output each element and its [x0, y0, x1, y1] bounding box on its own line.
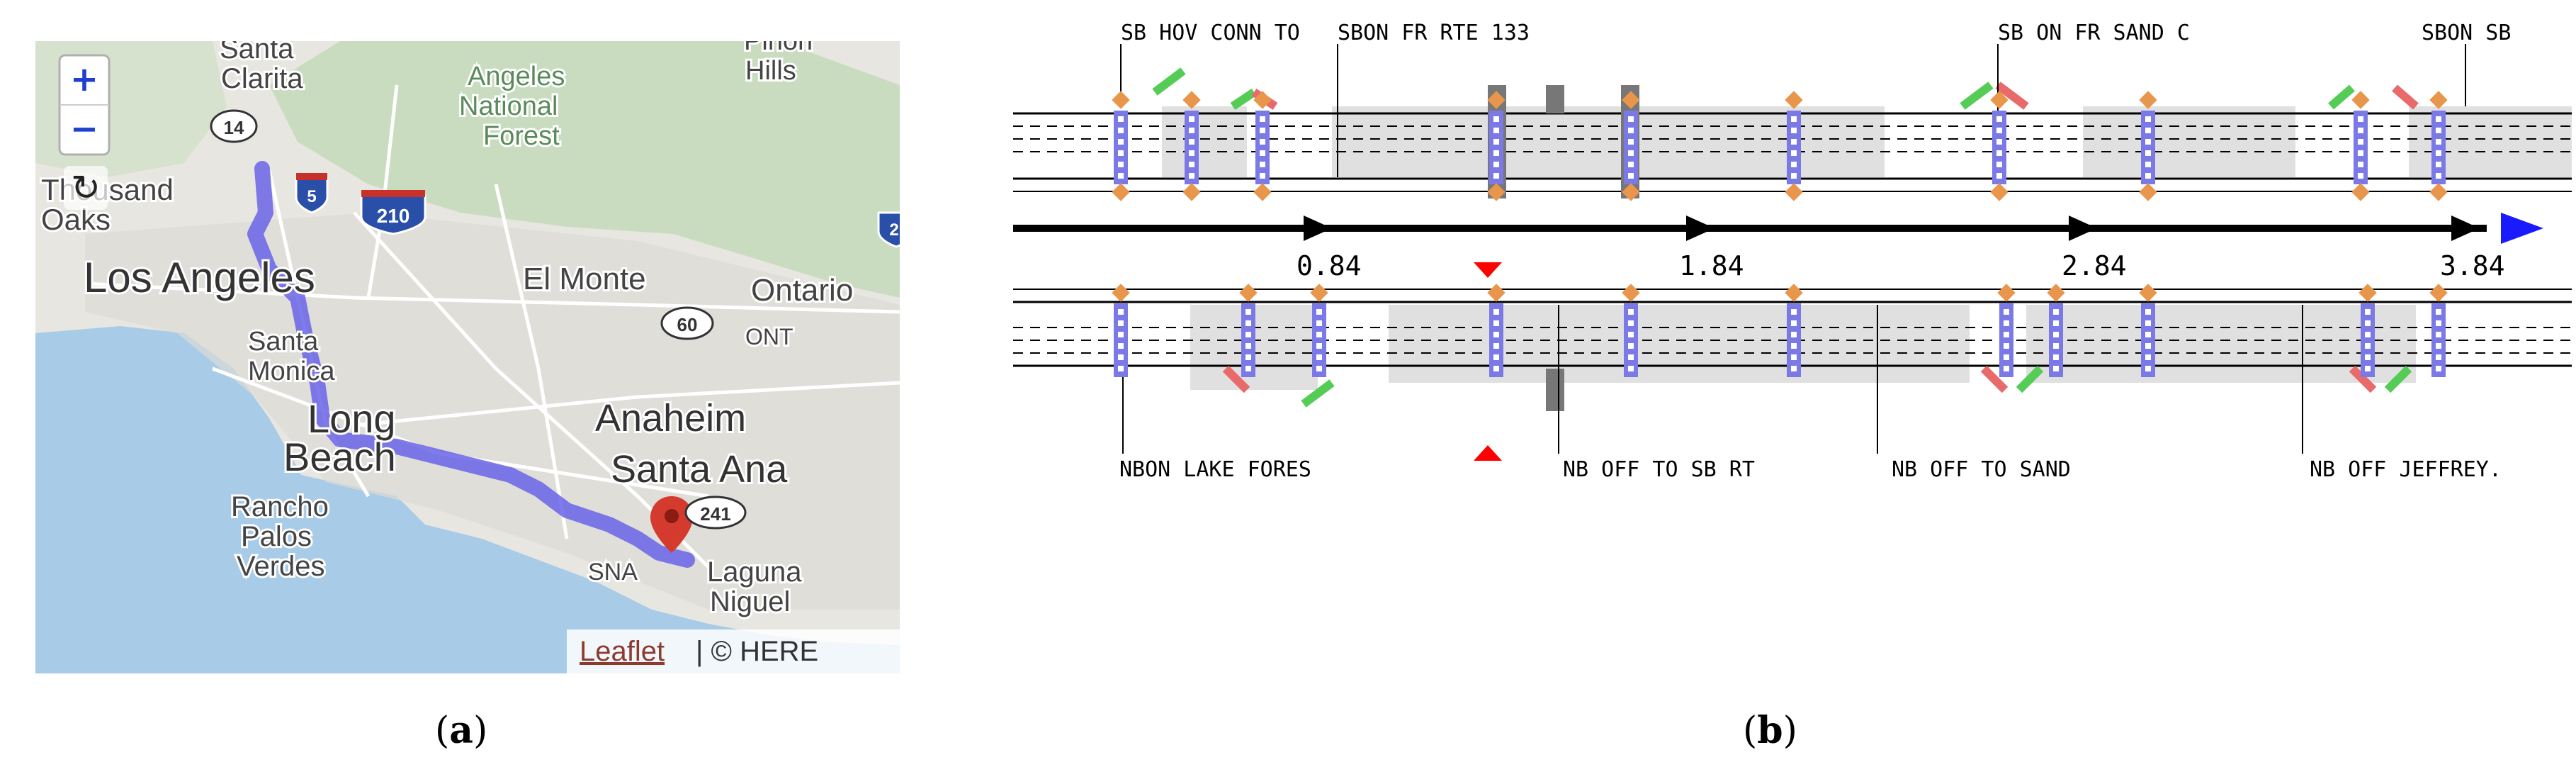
sb-ramps — [1152, 67, 2419, 110]
shield-5: 5 — [295, 173, 329, 214]
label-ont: ONT — [745, 324, 793, 349]
label-santa: Santa — [220, 33, 294, 65]
milepost-ticks — [1304, 215, 2480, 241]
caption-a-letter: a — [449, 709, 473, 752]
panel-a: 14 5 210 2 60 241 — [0, 0, 921, 764]
shield-2-label: 2 — [889, 220, 898, 240]
shield-241-label: 241 — [700, 503, 730, 525]
zoom-control — [58, 54, 111, 156]
caption-b-letter: b — [1757, 709, 1783, 752]
harbor — [269, 468, 425, 539]
sb-connector-1 — [1112, 183, 1130, 201]
caption-a: (a) — [435, 709, 488, 752]
milepost-label-1: 0.84 — [1297, 250, 1362, 281]
label-monica: Monica — [248, 357, 335, 386]
label-santa-ana: Santa Ana — [611, 448, 788, 491]
shield-241: 241 — [684, 496, 747, 530]
sb-detector-2 — [1182, 91, 1201, 184]
marker-up-icon — [1474, 445, 1502, 461]
sb-connector-7 — [1990, 183, 2009, 201]
bottom-label-3: NB OFF TO SAND — [1892, 457, 2071, 482]
label-niguel: Niguel — [710, 586, 790, 617]
sb-connector-8 — [2139, 183, 2157, 201]
sb-connector-10 — [2429, 183, 2448, 201]
label-rancho: Rancho — [231, 491, 329, 522]
lane-diagram: SB HOV CONN TO SBON FR RTE 133 SB ON FR … — [1013, 21, 2572, 482]
zoom-in-button[interactable]: + — [70, 60, 98, 99]
label-ontario: Ontario — [751, 273, 853, 308]
destination-marker-icon[interactable] — [650, 496, 693, 553]
pacific-ocean — [35, 326, 900, 673]
label-forest: Forest — [483, 121, 560, 151]
forest-area — [269, 41, 900, 298]
bottom-label-1: NBON LAKE FORES — [1119, 457, 1311, 482]
sb-detector-7 — [1990, 91, 2009, 184]
sb-connector-2 — [1182, 183, 1201, 201]
sb-detector-9 — [2351, 91, 2370, 184]
label-angeles: Angeles — [468, 62, 565, 91]
shield-5-label: 5 — [307, 187, 316, 206]
sb-connector-9 — [2351, 183, 2370, 201]
caption-b: (b) — [1743, 709, 1797, 752]
shield-210: 210 — [360, 190, 426, 235]
sb-detector-10 — [2429, 91, 2448, 184]
top-label-2: SBON FR RTE 133 — [1338, 21, 1530, 45]
label-hills: Hills — [745, 56, 796, 86]
shield-14: 14 — [210, 109, 258, 143]
label-santa-2: Santa — [248, 327, 319, 357]
reset-view-button[interactable]: ↻ — [64, 166, 108, 210]
sb-detector-8 — [2139, 91, 2157, 184]
shield-2: 2 — [877, 211, 900, 248]
label-el-monte: El Monte — [523, 262, 646, 296]
direction-arrowhead-icon — [2501, 213, 2543, 244]
diagram-labels: SB HOV CONN TO SBON FR RTE 133 SB ON FR … — [1119, 21, 2511, 482]
sb-detector-6 — [1785, 91, 1803, 184]
label-los-angeles: Los Angeles — [84, 254, 315, 301]
gate-2 — [1546, 369, 1564, 411]
label-pinon: Piñon — [744, 26, 813, 56]
attribution-box — [567, 629, 900, 673]
zoom-out-button[interactable]: − — [70, 109, 98, 149]
shield-60-label: 60 — [677, 314, 698, 335]
label-anaheim: Anaheim — [595, 397, 746, 440]
label-long: Long — [307, 396, 396, 441]
sb-connector-6 — [1785, 183, 1803, 201]
milepost-label-2: 1.84 — [1679, 250, 1744, 281]
attribution-here: | © HERE — [696, 636, 818, 667]
milepost-label-4: 3.84 — [2440, 250, 2505, 281]
bottom-label-4: NB OFF JEFFREY. — [2310, 457, 2502, 482]
top-label-4: SBON SB — [2422, 21, 2511, 45]
label-sna: SNA — [588, 559, 638, 586]
route-line — [247, 161, 695, 568]
nb-detector-6 — [1785, 284, 1803, 377]
panel-b: SB HOV CONN TO SBON FR RTE 133 SB ON FR … — [921, 0, 2576, 764]
route-map[interactable]: 14 5 210 2 60 241 — [0, 0, 921, 764]
bottom-label-2: NB OFF TO SB RT — [1563, 457, 1755, 482]
top-label-3: SB ON FR SAND C — [1998, 21, 2190, 45]
shield-210-label: 210 — [377, 205, 410, 227]
nb-ramps — [1222, 365, 2412, 408]
reset-icon: ↻ — [71, 167, 101, 208]
milepost-label-3: 2.84 — [2062, 250, 2127, 281]
attribution-leaflet-link[interactable]: Leaflet — [580, 636, 665, 667]
label-beach: Beach — [283, 435, 396, 479]
shield-14-label: 14 — [224, 117, 244, 138]
label-verdes: Verdes — [237, 551, 325, 582]
place-labels: Santa Clarita Piñon Hills Angeles Nation… — [39, 26, 855, 620]
sb-detector-1 — [1112, 91, 1130, 184]
sb-connector-3 — [1253, 183, 1272, 201]
label-clarita: Clarita — [221, 63, 303, 94]
shield-60: 60 — [660, 306, 714, 340]
label-palos: Palos — [241, 521, 312, 552]
label-laguna: Laguna — [707, 556, 802, 588]
label-national: National — [459, 91, 558, 121]
marker-down-icon — [1474, 262, 1502, 278]
top-label-1: SB HOV CONN TO — [1121, 21, 1300, 45]
